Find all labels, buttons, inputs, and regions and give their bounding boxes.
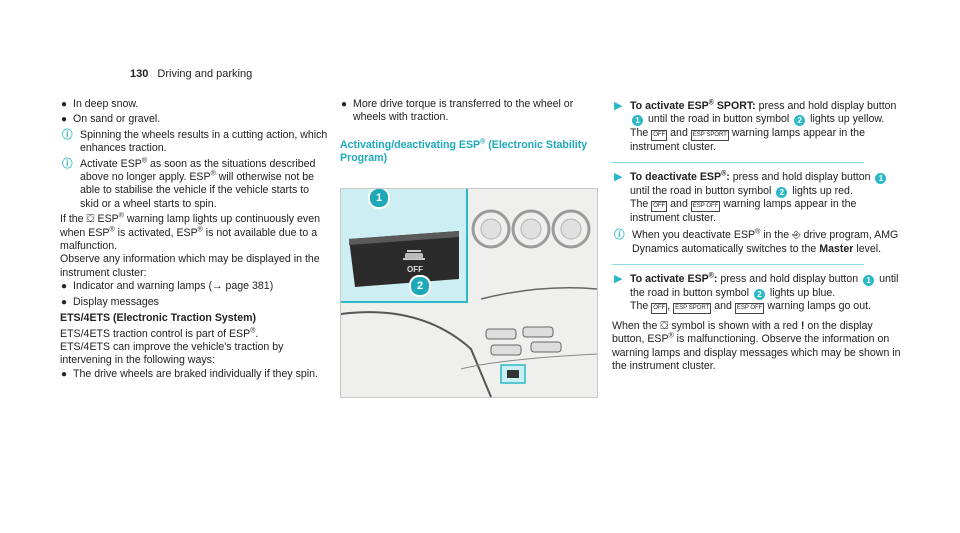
esp-off-lamp-icon: ESP OFF: [734, 303, 765, 315]
esp-sport-lamp-icon: ESP SPORT: [690, 129, 729, 141]
info-icon: ⓘ: [614, 229, 625, 242]
paragraph: If the ⛋ ESP® warning lamp lights up con…: [60, 212, 321, 253]
figure-dashboard-console: OFF 1 2: [340, 188, 598, 398]
callout-2: 2: [409, 275, 431, 297]
list-item: ●More drive torque is transferred to the…: [341, 98, 574, 124]
divider: [612, 264, 864, 266]
esp-sport-lamp-icon: ESP SPORT: [673, 303, 712, 315]
inset-zoom-button: OFF: [341, 189, 468, 303]
column-2: ●More drive torque is transferred to the…: [340, 98, 608, 178]
list-item: ●In deep snow.: [61, 98, 139, 110]
inset-off-label: OFF: [407, 265, 423, 274]
esp-off-lamp-icon: OFF: [651, 201, 668, 213]
console-illustration: [341, 209, 597, 397]
paragraph: Observe any information which may be dis…: [60, 253, 320, 279]
step-arrow-icon: ▶: [614, 100, 623, 112]
info-icon: ⓘ: [62, 128, 73, 141]
paragraph: ETS/4ETS can improve the vehicle's tract…: [60, 340, 284, 367]
list-item: ●The drive wheels are braked individuall…: [61, 367, 318, 380]
divider: [612, 162, 864, 164]
info-icon: ⓘ: [62, 157, 73, 170]
skid-car-icon: ⛋: [660, 320, 669, 333]
column-3: ▶To activate ESP® SPORT: press and hold …: [612, 98, 902, 374]
step-arrow-icon: ▶: [614, 273, 623, 286]
esp-off-lamp-icon: OFF: [651, 129, 668, 141]
paragraph: ETS/4ETS traction control is part of ESP…: [60, 326, 259, 340]
callout-1: 1: [368, 189, 390, 209]
instruction-step: ▶To activate ESP® SPORT: press and hold …: [614, 99, 897, 153]
instruction-step: ▶To activate ESP®: press and hold displa…: [614, 272, 899, 315]
skid-car-icon: ⛋: [86, 213, 95, 226]
bullet-icon: ●: [61, 368, 68, 380]
bullet-icon: ●: [341, 99, 348, 110]
chapter-title: Driving and parking: [157, 68, 253, 80]
bullet-icon: ●: [61, 114, 68, 126]
bullet-icon: ●: [61, 281, 68, 293]
instruction-step: ▶To deactivate ESP®: press and hold disp…: [612, 171, 902, 225]
list-item: ●Display messages: [61, 295, 159, 308]
list-item: ●Indicator and warning lamps (→ page 381…: [61, 280, 274, 293]
esp-button-illustration: [349, 231, 459, 287]
step-arrow-icon: ▶: [614, 171, 623, 184]
bullet-icon: ●: [61, 99, 68, 110]
section-heading: Activating/deactivating ESP® (Electronic…: [340, 138, 588, 165]
paragraph: When the ⛋ symbol is shown with a red ! …: [612, 320, 901, 373]
section-heading: ETS/4ETS (Electronic Traction System): [60, 312, 257, 325]
race-drive-program-icon: ⎆: [792, 229, 801, 242]
page-header: 130 Driving and parking: [130, 68, 252, 81]
list-item: ●On sand or gravel.: [61, 113, 161, 126]
esp-off-lamp-icon: OFF: [651, 303, 668, 315]
page-number: 130: [130, 68, 149, 80]
bullet-icon: ●: [61, 296, 68, 308]
esp-off-lamp-icon: ESP OFF: [690, 201, 721, 213]
